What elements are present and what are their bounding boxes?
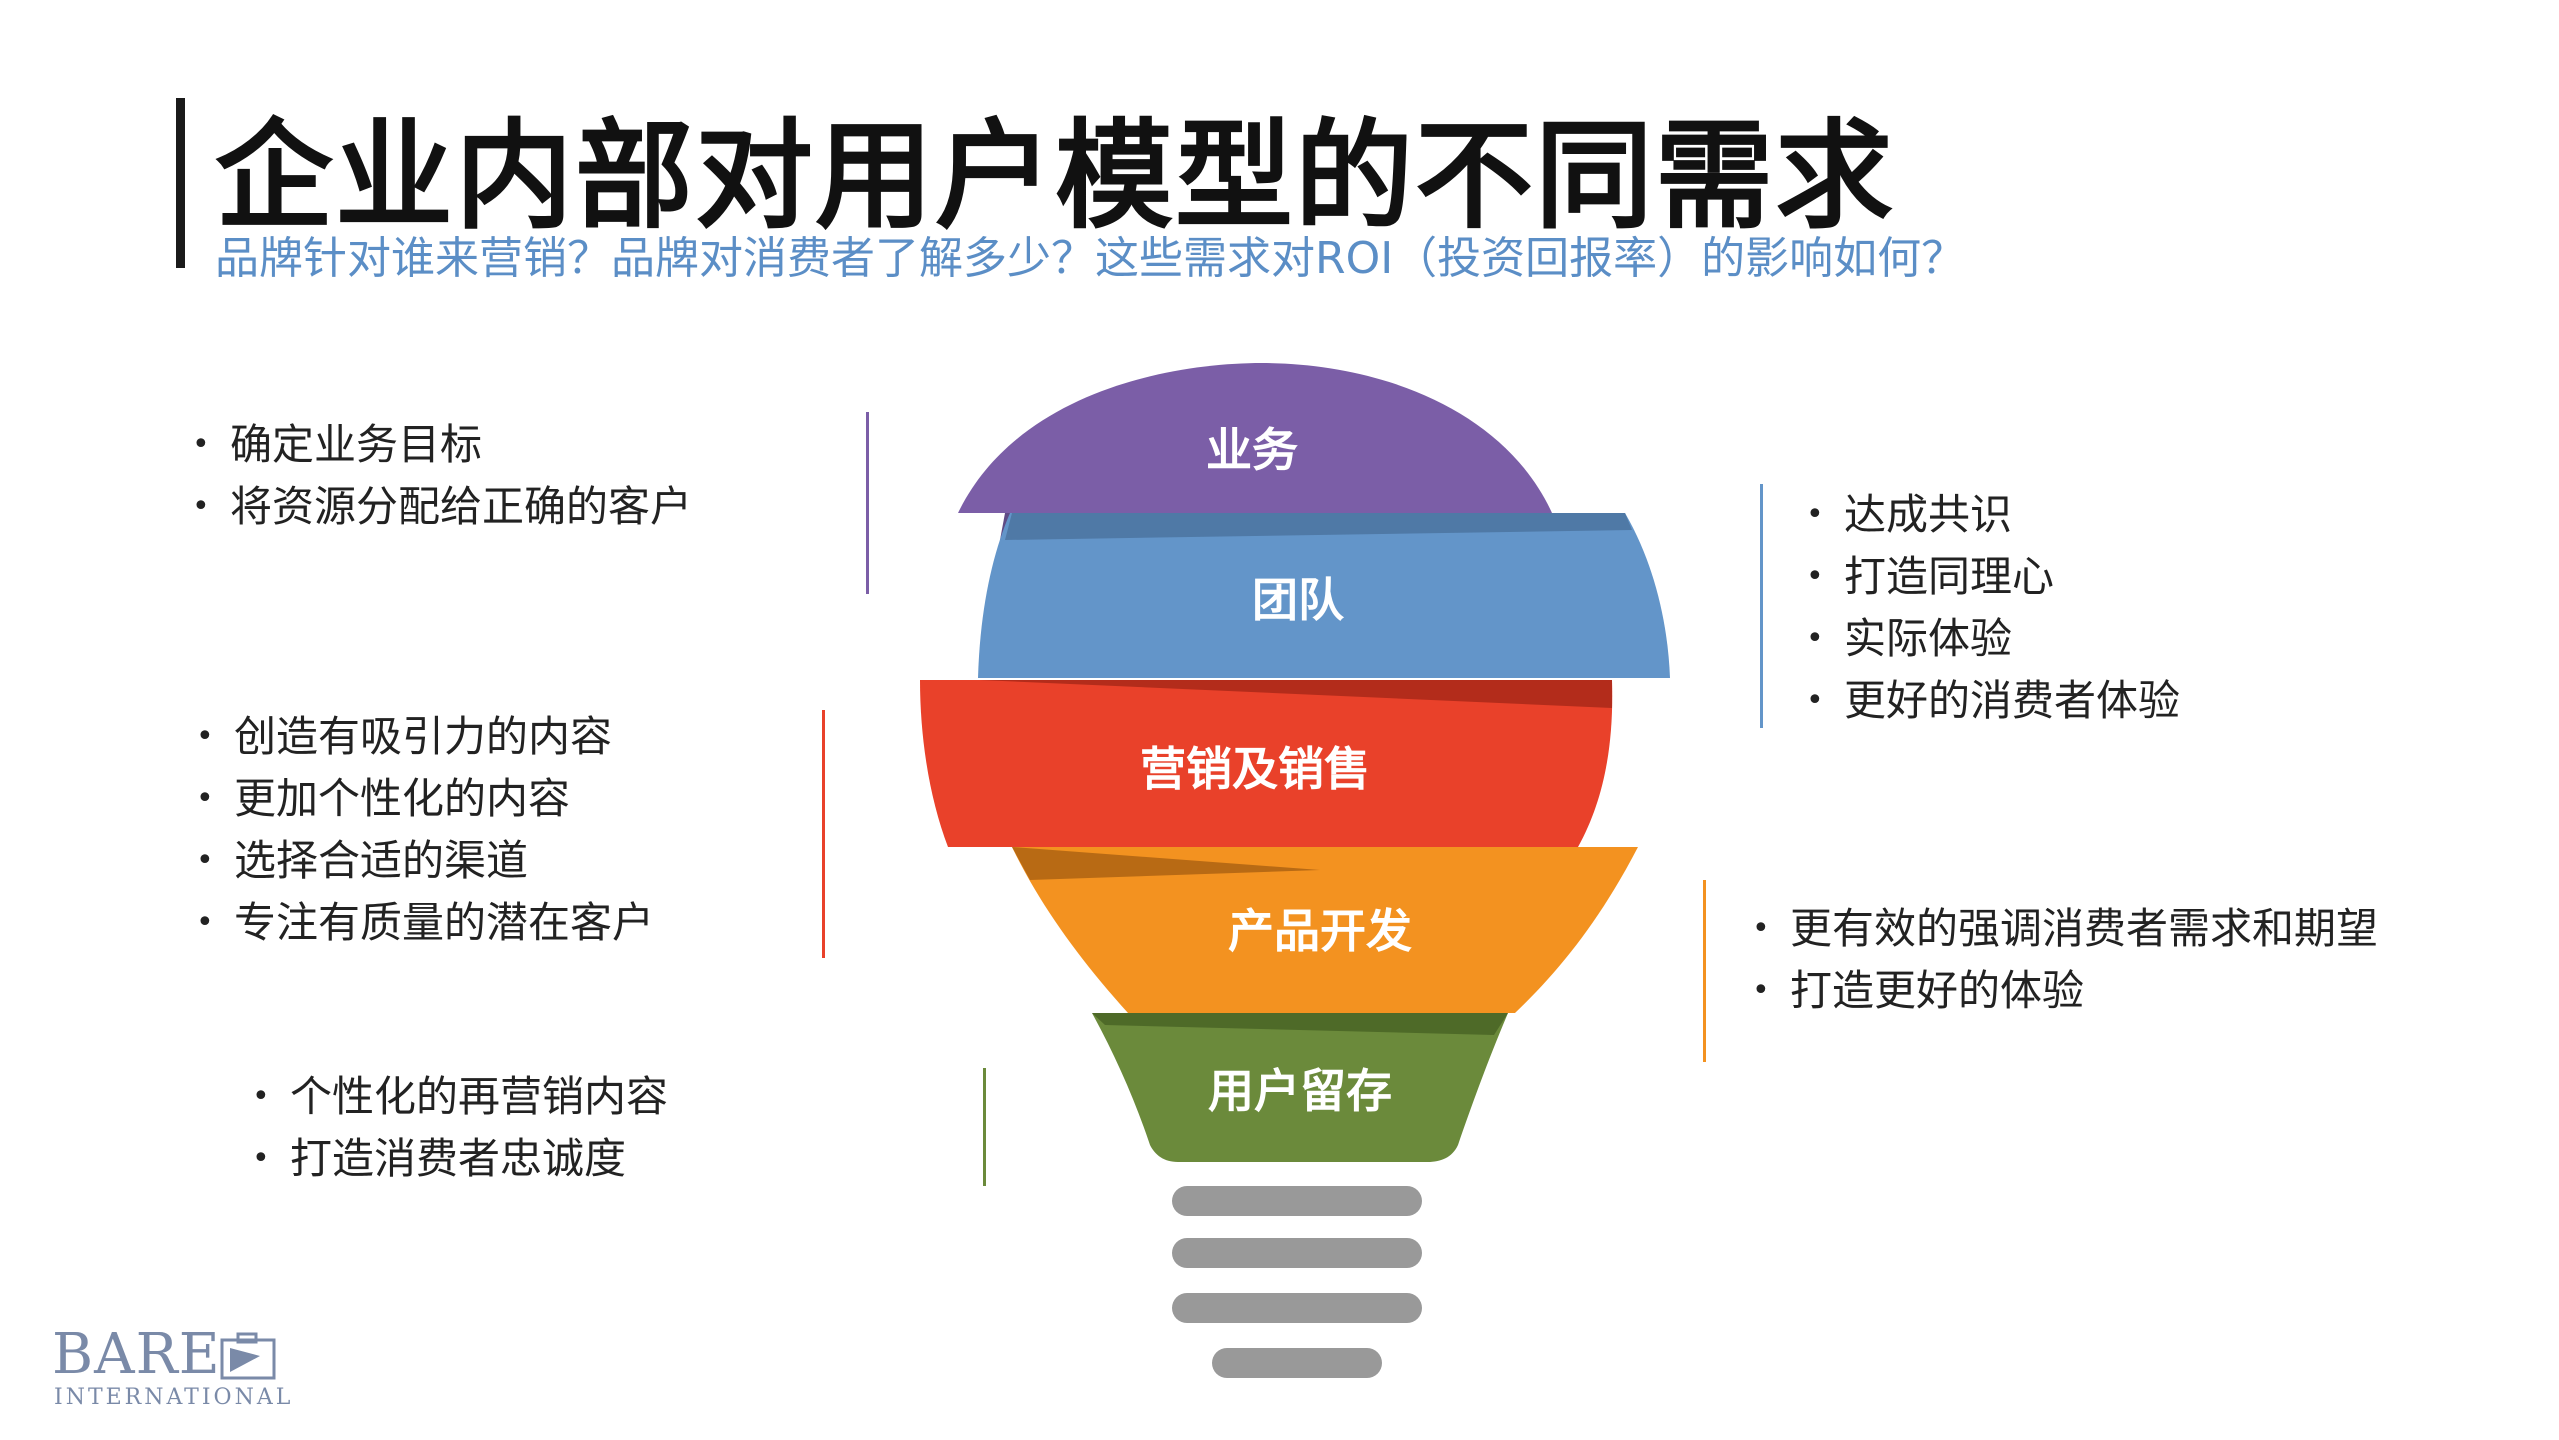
page-subtitle: 品牌针对谁来营销？品牌对消费者了解多少？这些需求对ROI（投资回报率）的影响如何… bbox=[215, 233, 1966, 284]
list-item: 更加个性化的内容 bbox=[196, 768, 654, 830]
layer-label-business: 业务 bbox=[1206, 423, 1298, 477]
bulb-base-ring bbox=[1172, 1293, 1422, 1323]
list-item: 打造同理心 bbox=[1806, 546, 2180, 608]
layer-business-shape bbox=[958, 363, 1552, 513]
layer-retention-shadow bbox=[1092, 1013, 1508, 1035]
layer-product-shadow bbox=[1012, 847, 1320, 880]
list-item: 将资源分配给正确的客户 bbox=[192, 476, 692, 538]
layer-team-shape bbox=[978, 513, 1670, 678]
bulb-base-ring bbox=[1212, 1348, 1382, 1378]
list-item: 更有效的强调消费者需求和期望 bbox=[1752, 898, 2378, 960]
list-item: 确定业务目标 bbox=[192, 414, 692, 476]
logo-emblem-icon bbox=[220, 1332, 276, 1380]
bulb-base-ring bbox=[1172, 1186, 1422, 1216]
layer-product-shape bbox=[1012, 847, 1638, 1013]
divider-product bbox=[1703, 880, 1706, 1062]
notes-product: 更有效的强调消费者需求和期望 打造更好的体验 bbox=[1752, 898, 2378, 1022]
title-accent-bar bbox=[176, 98, 185, 268]
list-item: 创造有吸引力的内容 bbox=[196, 706, 654, 768]
list-item: 达成共识 bbox=[1806, 484, 2180, 546]
page-title: 企业内部对用户模型的不同需求 bbox=[215, 107, 1896, 245]
divider-business bbox=[866, 412, 869, 594]
divider-marketing bbox=[822, 710, 825, 958]
bulb-base-ring bbox=[1172, 1238, 1422, 1268]
layer-team-shadow bbox=[1005, 513, 1632, 540]
list-item: 选择合适的渠道 bbox=[196, 830, 654, 892]
notes-team: 达成共识 打造同理心 实际体验 更好的消费者体验 bbox=[1806, 484, 2180, 732]
list-item: 实际体验 bbox=[1806, 608, 2180, 670]
list-item: 打造更好的体验 bbox=[1752, 960, 2378, 1022]
layer-label-product: 产品开发 bbox=[1228, 904, 1412, 958]
list-item: 专注有质量的潜在客户 bbox=[196, 892, 654, 954]
notes-marketing: 创造有吸引力的内容 更加个性化的内容 选择合适的渠道 专注有质量的潜在客户 bbox=[196, 706, 654, 954]
layer-label-marketing: 营销及销售 bbox=[1140, 742, 1370, 796]
list-item: 更好的消费者体验 bbox=[1806, 670, 2180, 732]
list-item: 个性化的再营销内容 bbox=[252, 1066, 668, 1128]
layer-label-team: 团队 bbox=[1252, 573, 1345, 627]
divider-team bbox=[1760, 484, 1763, 728]
notes-retention: 个性化的再营销内容 打造消费者忠诚度 bbox=[252, 1066, 668, 1190]
list-item: 打造消费者忠诚度 bbox=[252, 1128, 668, 1190]
layer-marketing-shape bbox=[920, 680, 1613, 847]
layer-marketing-shadow bbox=[980, 680, 1612, 708]
logo-name: BARE bbox=[52, 1322, 221, 1387]
notes-business: 确定业务目标 将资源分配给正确的客户 bbox=[192, 414, 692, 538]
layer-label-retention: 用户留存 bbox=[1208, 1064, 1392, 1118]
layer-retention-shape bbox=[1092, 1013, 1508, 1162]
bare-international-logo: BARE INTERNATIONAL bbox=[52, 1322, 290, 1412]
logo-subtitle: INTERNATIONAL bbox=[54, 1385, 294, 1410]
divider-retention bbox=[983, 1068, 986, 1186]
